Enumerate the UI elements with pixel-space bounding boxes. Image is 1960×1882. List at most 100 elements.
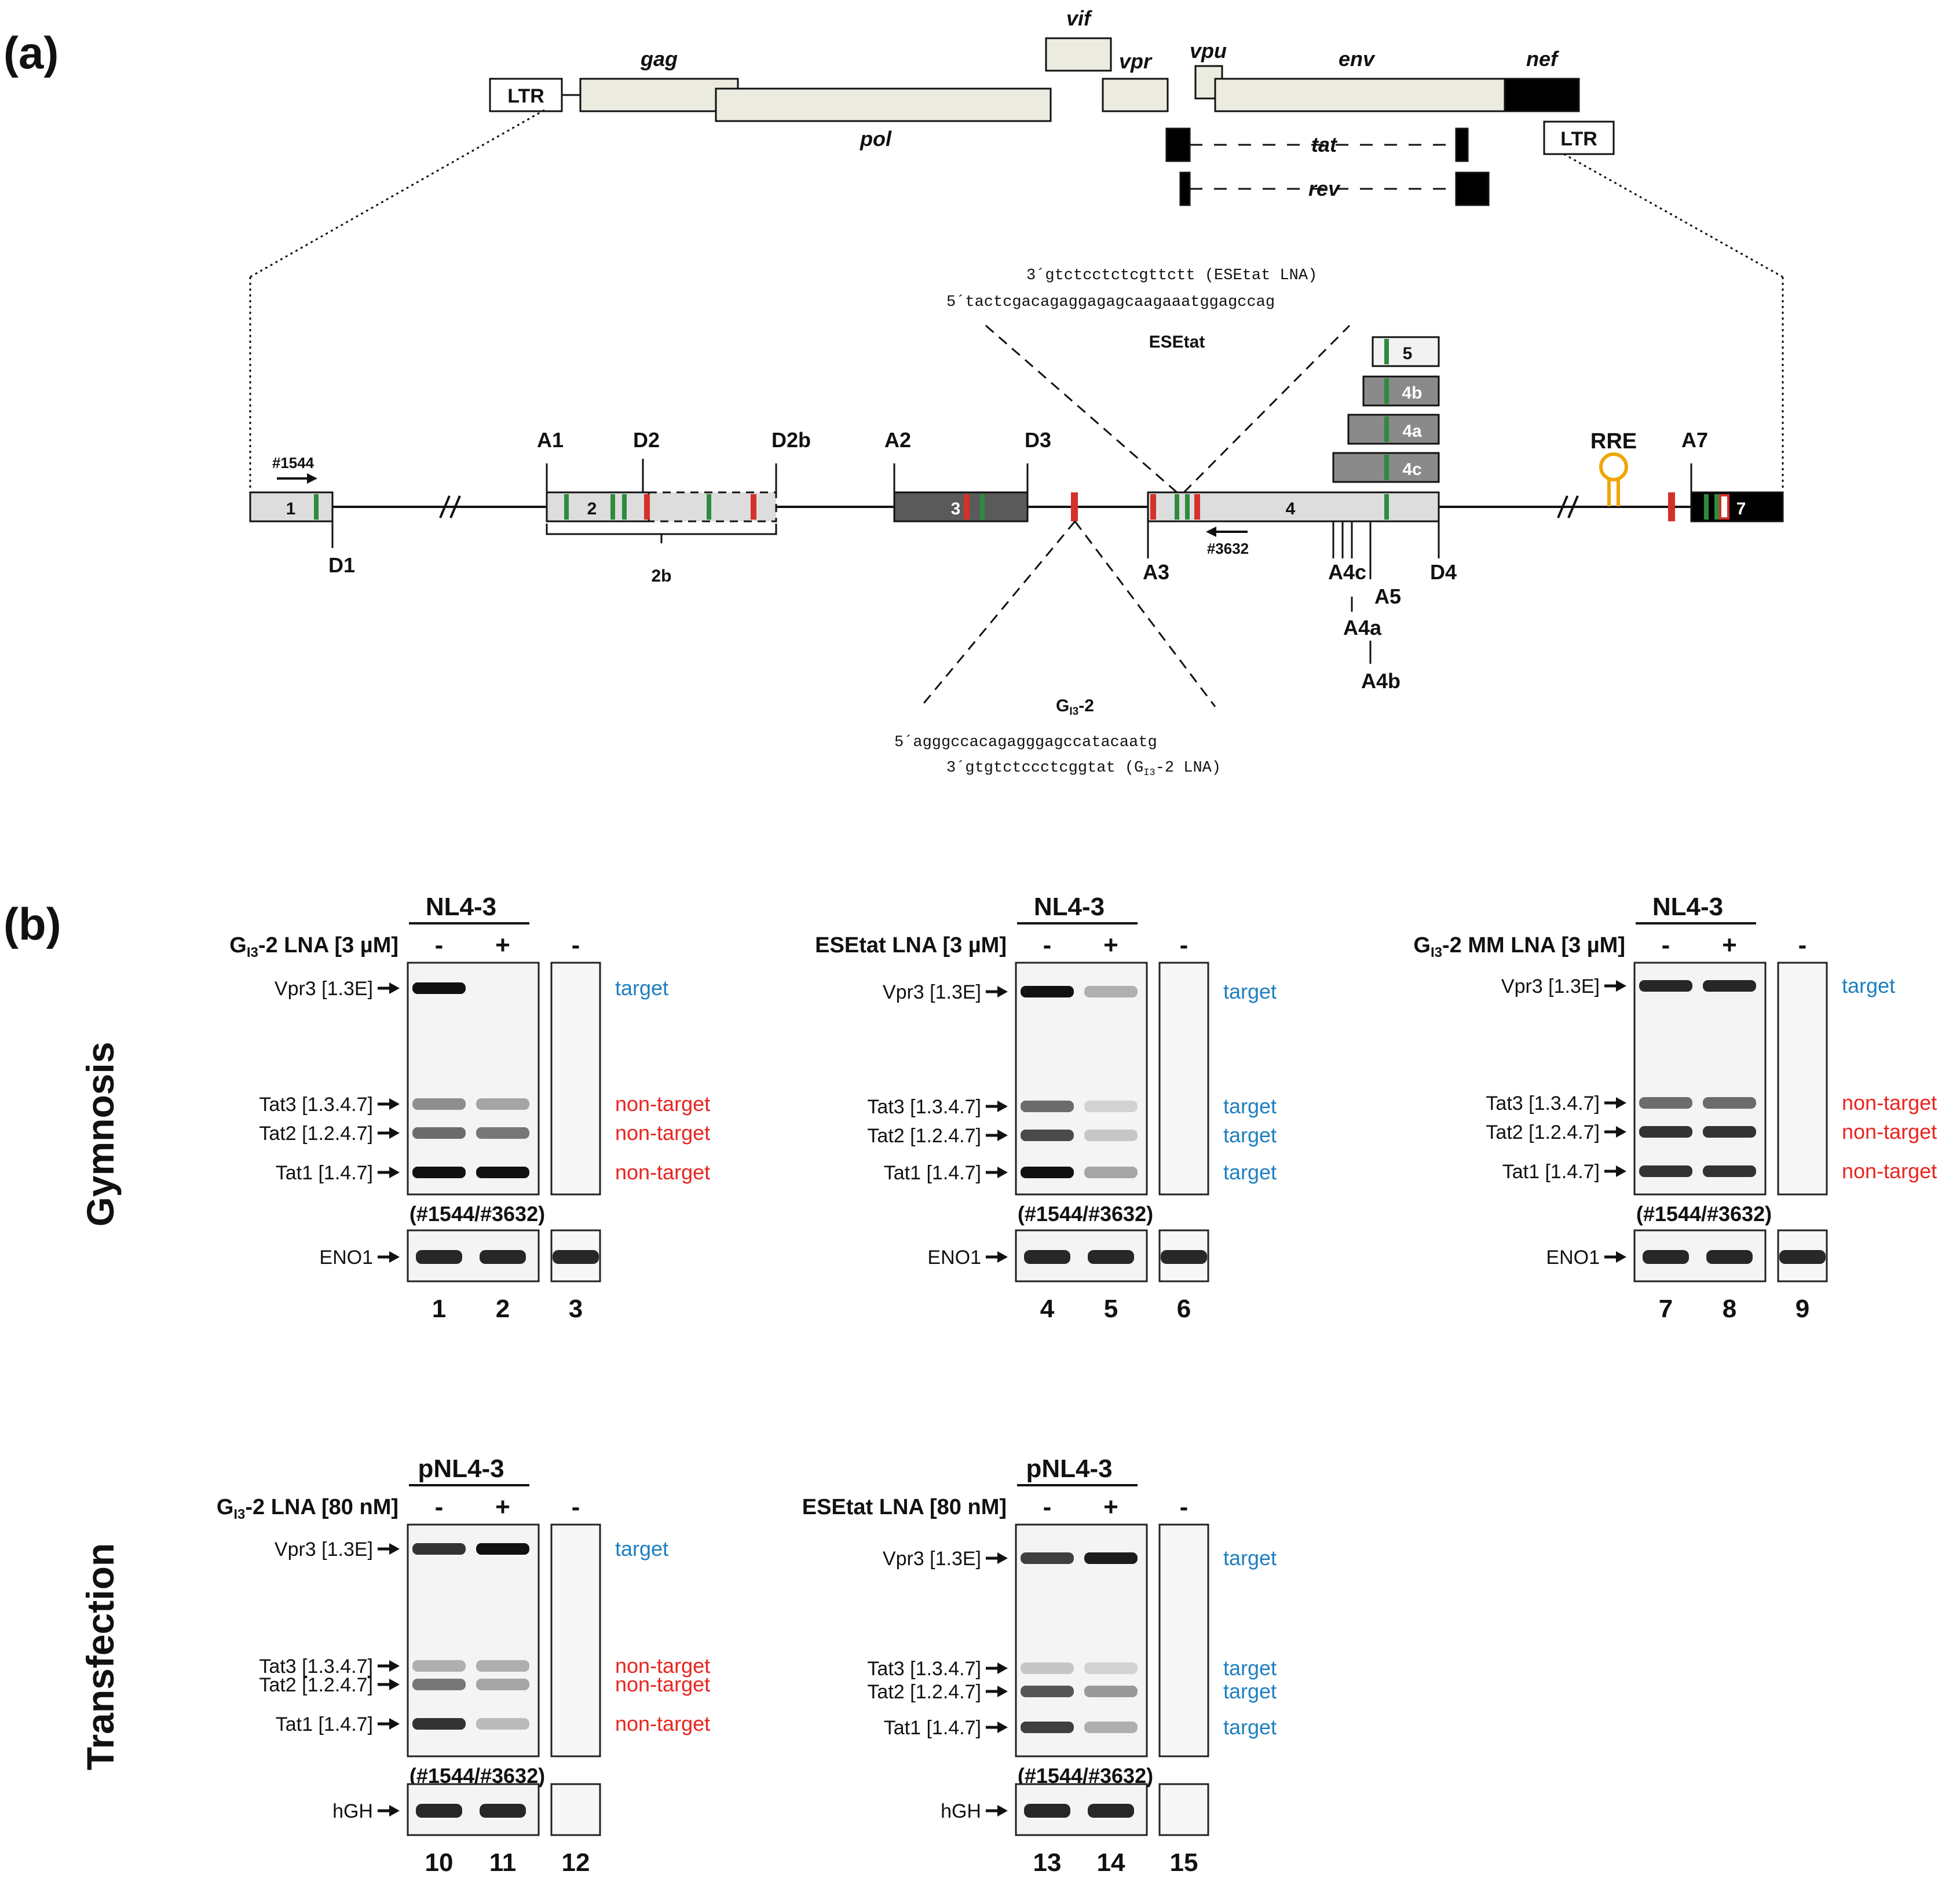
treatment-label: GI3-2 MM LNA [3 µM] bbox=[1413, 933, 1625, 960]
gel-band bbox=[476, 1679, 529, 1690]
gel-image bbox=[407, 962, 540, 1196]
control-band bbox=[416, 1804, 462, 1818]
rev-exon-1 bbox=[1179, 171, 1191, 206]
gel-band bbox=[1703, 1165, 1756, 1177]
esetat-title: ESEtat bbox=[1149, 332, 1205, 352]
tat-exon-1 bbox=[1165, 127, 1191, 162]
gel-band bbox=[412, 1167, 466, 1178]
gel-band bbox=[1639, 1126, 1692, 1138]
gel-band bbox=[1084, 1130, 1138, 1141]
lane-number: 12 bbox=[562, 1848, 590, 1877]
band-label: Tat3 [1.3.4.7] bbox=[259, 1094, 373, 1116]
treatment-label: GI3-2 LNA [80 nM] bbox=[217, 1495, 398, 1522]
pol-gene bbox=[715, 87, 1052, 122]
exon-7-label: 7 bbox=[1736, 499, 1746, 518]
band-label: Tat3 [1.3.4.7] bbox=[259, 1656, 373, 1678]
gel-band bbox=[412, 1660, 466, 1672]
target-status: target bbox=[1223, 1160, 1277, 1184]
target-status: target bbox=[1223, 1715, 1277, 1739]
lane-treatment-2: + bbox=[1722, 931, 1737, 959]
control-band bbox=[1088, 1250, 1134, 1264]
vpr-gene bbox=[1102, 78, 1169, 112]
gel-header: NL4-3 bbox=[426, 893, 496, 921]
control-band bbox=[1161, 1250, 1207, 1264]
lane-number: 8 bbox=[1723, 1295, 1736, 1323]
band-label: Tat1 [1.4.7] bbox=[276, 1713, 373, 1735]
lane-number: 10 bbox=[425, 1848, 454, 1877]
lane-treatment-2: + bbox=[495, 1493, 510, 1521]
bracket-2b-label: 2b bbox=[651, 567, 671, 586]
exon-2b-dashed bbox=[648, 491, 777, 522]
lane-number: 2 bbox=[496, 1295, 510, 1323]
gel-band bbox=[476, 1543, 529, 1555]
genome-map bbox=[489, 37, 1615, 206]
band-label: Tat1 [1.4.7] bbox=[276, 1162, 373, 1184]
band-label: Vpr3 [1.3E] bbox=[275, 1539, 373, 1561]
gel-image bbox=[407, 1523, 540, 1757]
band-label: Tat2 [1.2.4.7] bbox=[259, 1674, 373, 1696]
nef-gene bbox=[1504, 78, 1580, 112]
target-status: target bbox=[615, 976, 668, 1000]
primer-pair-label: (#1544/#3632) bbox=[409, 1202, 545, 1226]
rre-label: RRE bbox=[1590, 429, 1637, 454]
exon-4c-label: 4c bbox=[1402, 460, 1421, 479]
control-band bbox=[1024, 1250, 1070, 1264]
primer-fwd-arrow-icon bbox=[277, 473, 317, 484]
primer-pair-label: (#1544/#3632) bbox=[1636, 1202, 1772, 1226]
gel-mock-lane bbox=[1158, 962, 1209, 1196]
esetat-target-sequence: 5´tactcgacagaggagagcaagaaatggagccag bbox=[946, 294, 1275, 311]
gel-band bbox=[476, 1718, 529, 1730]
gel-band bbox=[1021, 1722, 1074, 1733]
control-label: hGH bbox=[941, 1800, 981, 1822]
gel-band bbox=[412, 1543, 466, 1555]
exon-2 bbox=[546, 491, 650, 522]
lane-treatment-3: - bbox=[1798, 931, 1807, 959]
panel-b-label: (b) bbox=[3, 898, 61, 949]
rre-site bbox=[1668, 492, 1675, 521]
exon-4a-label: 4a bbox=[1402, 422, 1422, 441]
ltr-left-label: LTR bbox=[507, 85, 544, 107]
band-label: Tat3 [1.3.4.7] bbox=[867, 1658, 981, 1680]
site-A3: A3 bbox=[1143, 560, 1169, 584]
exon-4-label: 4 bbox=[1286, 499, 1296, 518]
transcript-map: RRE 1 2 4 5 3 4b 4a 4c 7 bbox=[249, 336, 1784, 693]
ltr-left-box bbox=[489, 78, 563, 112]
band-label: Vpr3 [1.3E] bbox=[883, 981, 981, 1003]
lane-number: 14 bbox=[1097, 1848, 1125, 1877]
lane-treatment-1: - bbox=[435, 1493, 444, 1521]
target-status: non-target bbox=[615, 1654, 710, 1678]
treatment-label: GI3-2 LNA [3 µM] bbox=[229, 933, 398, 960]
gel-band bbox=[1084, 1167, 1138, 1178]
gi3-lna-sequence: 3´gtgtctccctcggtat (GI3-2 LNA) bbox=[946, 759, 1221, 779]
exon-4a bbox=[1347, 414, 1440, 445]
band-label: Tat2 [1.2.4.7] bbox=[1486, 1121, 1600, 1143]
control-band bbox=[1024, 1804, 1070, 1818]
control-band bbox=[1779, 1250, 1826, 1264]
pol-label: pol bbox=[860, 127, 892, 151]
site-D1: D1 bbox=[328, 553, 355, 577]
primer-fwd-label: #1544 bbox=[272, 454, 315, 472]
control-gel-mock bbox=[550, 1783, 601, 1836]
gel-band bbox=[1021, 986, 1074, 997]
gel-band bbox=[412, 982, 466, 994]
gel-band bbox=[476, 1167, 529, 1178]
site-A4a: A4a bbox=[1343, 616, 1382, 639]
band-label: Tat2 [1.2.4.7] bbox=[867, 1125, 981, 1147]
band-label: Tat1 [1.4.7] bbox=[884, 1162, 981, 1184]
site-D4: D4 bbox=[1430, 560, 1457, 584]
gel-band bbox=[412, 1098, 466, 1110]
gel-band bbox=[1639, 1165, 1692, 1177]
gel-band bbox=[1021, 1552, 1074, 1564]
ltr-right-box bbox=[1543, 120, 1615, 155]
target-status: target bbox=[1223, 1123, 1277, 1147]
gel-header: NL4-3 bbox=[1034, 893, 1105, 921]
gel-band bbox=[1021, 1686, 1074, 1697]
vpr-label: vpr bbox=[1119, 49, 1153, 73]
target-status: non-target bbox=[615, 1121, 710, 1145]
control-label: hGH bbox=[332, 1800, 373, 1822]
band-label: Tat2 [1.2.4.7] bbox=[259, 1123, 373, 1145]
